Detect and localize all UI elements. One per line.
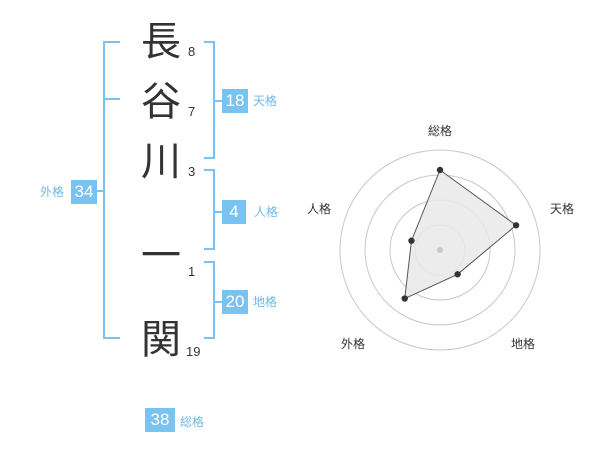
jinkaku-badge: 4 <box>222 200 246 224</box>
radar-point-3 <box>401 295 408 302</box>
gaikaku-label: 外格 <box>40 185 65 199</box>
name-char-3: 川 <box>141 139 181 185</box>
stroke-count-1: 8 <box>188 44 196 59</box>
jinkaku-label: 人格 <box>254 205 279 219</box>
radar-point-2 <box>454 271 461 278</box>
gaikaku-badge: 34 <box>71 180 97 204</box>
radar-point-1 <box>512 222 520 229</box>
radar-ring-4 <box>339 149 541 351</box>
axis-label-chikaku: 地格 <box>511 337 536 351</box>
soukaku-label: 総格 <box>180 415 205 429</box>
axis-label-jinkaku: 人格 <box>307 202 332 216</box>
axis-label-tenkaku: 天格 <box>550 202 575 216</box>
stroke-count-4: 1 <box>188 264 196 279</box>
tenkaku-badge: 18 <box>222 89 248 113</box>
chikaku-label: 地格 <box>253 295 278 309</box>
tenkaku-label: 天格 <box>253 94 278 108</box>
chikaku-badge: 20 <box>222 290 248 314</box>
stroke-count-3: 3 <box>188 164 196 179</box>
radar-center <box>437 247 443 253</box>
jinkaku-bracket <box>204 169 215 250</box>
name-char-2: 谷 <box>141 79 181 125</box>
stroke-count-2: 7 <box>188 104 196 119</box>
stroke-count-5: 19 <box>186 344 201 359</box>
axis-label-gaikaku: 外格 <box>341 337 366 351</box>
radar-polygon <box>404 169 517 300</box>
radar-point-0 <box>436 166 444 174</box>
radar-point-4 <box>408 237 415 244</box>
soukaku-badge: 38 <box>145 408 175 432</box>
name-char-5: 関 <box>141 317 181 363</box>
name-char-4: 一 <box>141 233 181 279</box>
name-char-1: 長 <box>141 19 181 65</box>
axis-label-soukaku: 総格 <box>428 124 453 138</box>
chikaku-bracket <box>204 261 215 339</box>
